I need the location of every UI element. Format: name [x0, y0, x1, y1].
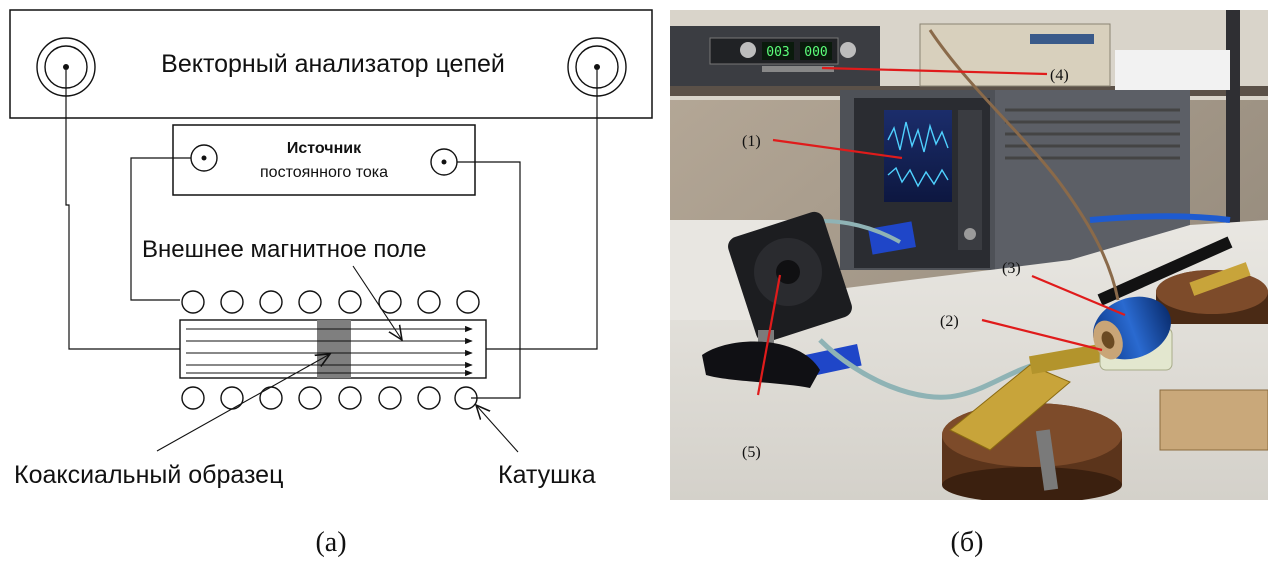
callout-lines: [756, 66, 1126, 396]
display-voltage: 000: [804, 45, 827, 60]
coil-turn: [220, 290, 244, 314]
coil-bottom-row: [181, 386, 478, 410]
wire-analyzer-left: [65, 70, 180, 350]
source-port-right: [430, 148, 458, 176]
coil-turn: [456, 290, 480, 314]
coil-turn: [417, 290, 441, 314]
callout-line-5: [756, 274, 782, 396]
coil-turn: [181, 386, 205, 410]
blower-fan: [702, 211, 852, 388]
coil-pointer: [476, 405, 519, 453]
coil-label: Катушка: [498, 461, 596, 489]
coaxial-sample: [179, 319, 487, 379]
callout-label-5: (5): [742, 444, 761, 461]
schematic-panel: Векторный анализатор цепей Источник пост…: [9, 9, 653, 489]
sample-label: Коаксиальный образец: [14, 461, 283, 489]
field-label: Внешнее магнитное поле: [142, 236, 427, 263]
callout-line-1: [772, 138, 903, 160]
caption-b: (б): [951, 527, 984, 558]
coil-turn: [259, 386, 283, 410]
coil-turn: [220, 386, 244, 410]
dc-source-box: [172, 124, 476, 196]
coil-turn: [378, 290, 402, 314]
callout-label-1: (1): [742, 133, 761, 150]
coil-turn: [298, 290, 322, 314]
coil-turn: [298, 386, 322, 410]
dc-power-supply: 003 000: [670, 26, 880, 86]
sample-pointer: [156, 354, 330, 452]
callout-line-4: [821, 66, 1048, 76]
wire-source-right: [457, 161, 521, 399]
sample-core: [317, 320, 351, 378]
dc-source-label-line2: постоянного тока: [260, 164, 388, 181]
field-pointer: [352, 265, 402, 340]
wires: [65, 70, 598, 399]
callout-line-3: [1031, 274, 1126, 317]
callout-label-3: (3): [1002, 260, 1021, 277]
coil-turn: [259, 290, 283, 314]
wire-source-left: [130, 157, 191, 301]
analyzer-box: [9, 9, 653, 119]
analyzer-label: Векторный анализатор цепей: [161, 50, 505, 78]
coil-top-row: [181, 290, 480, 314]
coil-turn: [454, 386, 478, 410]
coil-turn: [181, 290, 205, 314]
coil-turn: [338, 290, 362, 314]
callout-label-2: (2): [940, 313, 959, 330]
lab-photo: 003 000: [670, 10, 1268, 500]
callout-label-4: (4): [1050, 67, 1069, 84]
dc-source-label-line1: Источник: [287, 140, 362, 157]
callout-line-2: [981, 318, 1103, 352]
gaussmeter-unit: [919, 23, 1111, 87]
caption-a: (а): [315, 527, 346, 558]
solenoid-coil: [1093, 296, 1173, 371]
sample-holder: [949, 364, 1071, 451]
coil-turn: [378, 386, 402, 410]
photo-panel: 003 000: [670, 10, 1268, 500]
coil-turn: [417, 386, 441, 410]
coil-turn: [338, 386, 362, 410]
source-port-left: [190, 144, 218, 172]
display-current: 003: [766, 45, 789, 60]
wire-analyzer-right: [486, 70, 598, 350]
